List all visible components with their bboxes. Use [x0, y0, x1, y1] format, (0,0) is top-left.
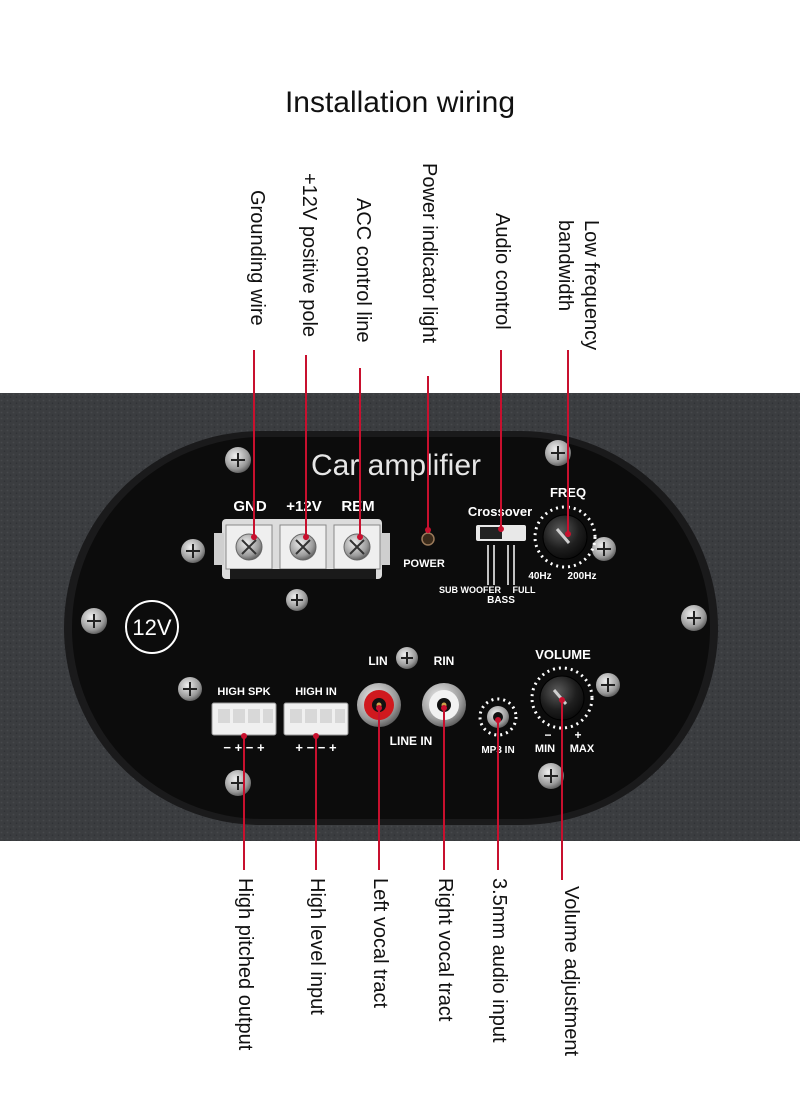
leader-dot [441, 705, 447, 711]
leader-12v [303, 355, 309, 540]
leader-dot [251, 534, 257, 540]
lin-label: LIN [368, 654, 387, 668]
leader-low-frequency [565, 350, 571, 537]
volume-dial-ticks [530, 666, 594, 730]
rin-label: RIN [434, 654, 455, 668]
label-grounding-wire: Grounding wire [246, 190, 268, 326]
label-right-vocal-tract: Right vocal tract [434, 878, 456, 1022]
leader-dot [495, 717, 501, 723]
freq-min-label: 40Hz [528, 571, 551, 582]
full-label: FULL [513, 585, 536, 595]
terminal-label-rem: REM [341, 498, 374, 515]
label-high-pitched-output: High pitched output [234, 878, 256, 1051]
label-volume-adjustment: Volume adjustment [560, 886, 582, 1057]
volume-plus-label: + [574, 728, 581, 742]
label-plus12v-positive: +12V positive pole [298, 173, 320, 338]
leader-dot [376, 705, 382, 711]
leader-dot [357, 534, 363, 540]
voltage-badge: 12V [132, 615, 171, 640]
freq-knob[interactable] [542, 514, 588, 560]
leader-power-light [425, 376, 431, 533]
leader-high-in [313, 733, 319, 870]
label-left-vocal-tract: Left vocal tract [369, 878, 391, 1009]
leader-right-vocal [441, 705, 447, 870]
leader-high-out [241, 733, 247, 870]
freq-max-label: 200Hz [568, 571, 597, 582]
bass-label: BASS [487, 595, 515, 606]
volume-max-label: MAX [570, 743, 595, 755]
label-audio-control: Audio control [491, 213, 513, 330]
screw-icon [81, 440, 707, 796]
label-high-level-input: High level input [306, 878, 328, 1015]
label-low-frequency: Low frequency bandwidth [552, 220, 604, 380]
volume-min-label: MIN [535, 743, 555, 755]
power-led-icon [421, 532, 435, 546]
mp3-dial-ticks [478, 697, 518, 737]
crossover-switch[interactable] [476, 525, 526, 541]
power-terminal-block[interactable] [214, 519, 390, 579]
brand-text: Car amplifier [311, 449, 481, 482]
leader-dot [303, 534, 309, 540]
label-mp3-audio-input: 3.5mm audio input [488, 878, 510, 1043]
label-low-frequency-text: Low frequency bandwidth [554, 220, 602, 351]
high-spk-connector[interactable] [211, 702, 277, 736]
leader-dot [565, 531, 571, 537]
leader-dot [498, 526, 504, 532]
volume-label: VOLUME [535, 647, 591, 662]
line-in-label: LINE IN [390, 734, 433, 748]
amplifier-panel: Car amplifier GND +12V REM POWER Crossov… [0, 393, 800, 841]
label-acc-control: ACC control line [352, 198, 374, 343]
panel-graphic: Car amplifier GND +12V REM POWER Crossov… [0, 393, 800, 841]
label-power-indicator: Power indicator light [418, 163, 440, 344]
leader-dot [559, 697, 565, 703]
terminal-label-gnd: GND [233, 498, 267, 515]
leader-dot [241, 733, 247, 739]
leader-mp3-input [495, 717, 501, 870]
leader-acc [357, 368, 363, 540]
volume-minus-label: − [544, 728, 551, 742]
freq-dial-ticks [533, 505, 597, 569]
high-spk-label: HIGH SPK [217, 686, 270, 698]
leader-left-vocal [376, 705, 382, 870]
high-in-label: HIGH IN [295, 686, 337, 698]
terminal-label-12v: +12V [286, 498, 321, 515]
leader-grounding [251, 350, 257, 540]
sub-woofer-label: SUB WOOFER [439, 585, 501, 595]
power-led-label: POWER [403, 558, 445, 570]
high-in-connector[interactable] [283, 702, 349, 736]
crossover-bracket [487, 545, 515, 585]
leader-volume [559, 697, 565, 880]
leader-dot [425, 527, 431, 533]
diagram-title: Installation wiring [284, 86, 516, 119]
leader-audio-control [498, 350, 504, 532]
leader-dot [313, 733, 319, 739]
voltage-badge-ring [125, 600, 179, 654]
